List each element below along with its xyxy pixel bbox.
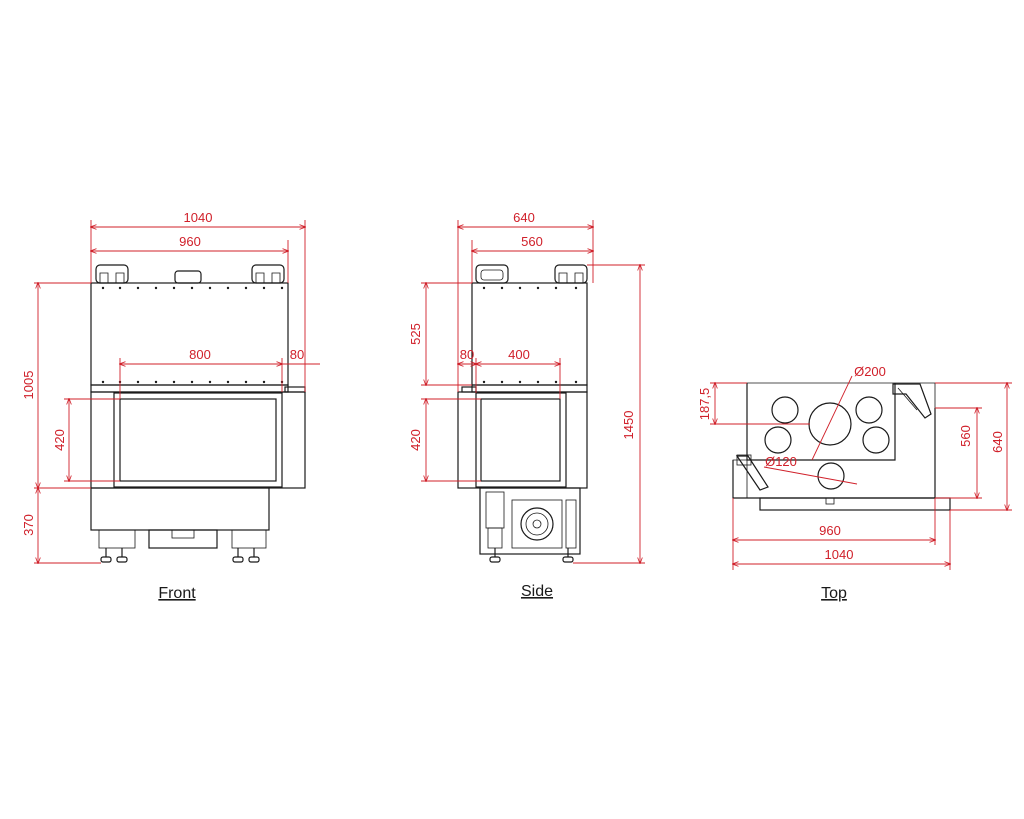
front-width-outer: 1040 — [184, 210, 213, 225]
front-side-width: 80 — [290, 347, 304, 362]
side-total-height: 1450 — [621, 411, 636, 440]
front-base-height: 370 — [21, 514, 36, 536]
front-glass-height: 420 — [52, 429, 67, 451]
top-depth-outer: 640 — [990, 431, 1005, 453]
top-width-outer: 1040 — [825, 547, 854, 562]
front-glass-width: 800 — [189, 347, 211, 362]
side-height-top: 525 — [408, 323, 423, 345]
top-depth-inner: 560 — [958, 425, 973, 447]
top-large-diameter: Ø200 — [854, 364, 886, 379]
top-offset: 187,5 — [697, 388, 712, 421]
top-view-label: Top — [821, 585, 847, 602]
side-width-outer: 640 — [513, 210, 535, 225]
front-width-inner: 960 — [179, 234, 201, 249]
front-view: 1040 960 800 80 1005 420 370 Front — [21, 210, 320, 602]
top-width-inner: 960 — [819, 523, 841, 538]
side-width-inner: 560 — [521, 234, 543, 249]
side-glass-width: 400 — [508, 347, 530, 362]
front-view-label: Front — [158, 585, 196, 602]
top-small-diameter: Ø120 — [765, 454, 797, 469]
side-side-width: 80 — [460, 347, 474, 362]
side-view: 640 560 400 80 525 420 1450 Side — [408, 210, 645, 600]
side-view-label: Side — [521, 583, 553, 600]
top-view: Ø200 Ø120 187,5 560 640 960 1040 Top — [697, 364, 1012, 602]
side-glass-height: 420 — [408, 429, 423, 451]
front-height-top: 1005 — [21, 371, 36, 400]
